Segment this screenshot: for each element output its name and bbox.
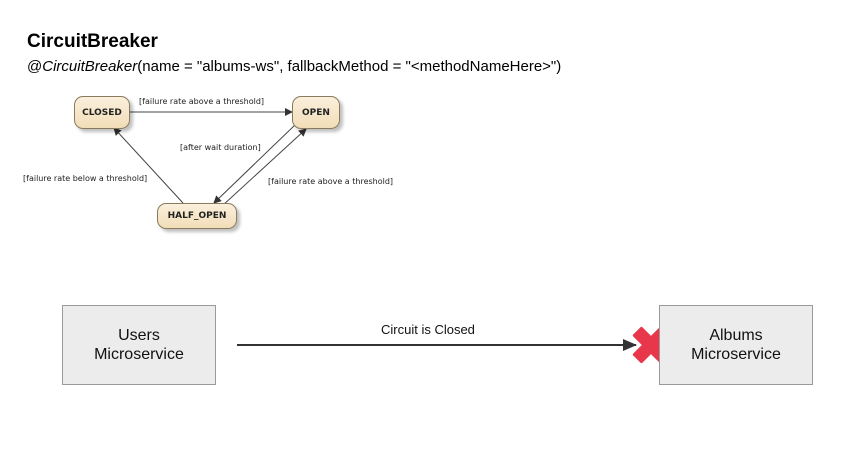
label-closed-open: [failure rate above a threshold] — [139, 97, 265, 106]
circuit-status-label: Circuit is Closed — [381, 322, 475, 337]
state-open-label: OPEN — [302, 107, 330, 118]
albums-microservice-box: Albums Microservice — [659, 305, 813, 385]
transition-halfopen-open-arrow — [221, 128, 307, 207]
state-half-open: HALF_OPEN — [157, 203, 237, 229]
state-half-open-label: HALF_OPEN — [167, 211, 227, 221]
page-title: CircuitBreaker — [27, 31, 158, 52]
state-open: OPEN — [292, 96, 340, 129]
label-halfopen-open: [failure rate above a threshold] — [268, 177, 394, 186]
annotation-text: @CircuitBreaker(name = "albums-ws", fall… — [27, 58, 561, 75]
state-closed-label: CLOSED — [82, 107, 122, 118]
annotation-args: (name = "albums-ws", fallbackMethod = "<… — [137, 58, 562, 75]
transition-halfopen-closed-arrow — [113, 127, 184, 204]
albums-microservice-label: Albums Microservice — [691, 327, 781, 363]
label-halfopen-closed: [failure rate below a threshold] — [23, 174, 148, 183]
transition-open-halfopen-arrow — [213, 123, 297, 204]
annotation-at: @ — [27, 58, 43, 75]
users-microservice-label: Users Microservice — [94, 327, 184, 363]
users-microservice-box: Users Microservice — [62, 305, 216, 385]
label-open-halfopen: [after wait duration] — [180, 143, 261, 152]
annotation-name: CircuitBreaker — [42, 58, 138, 75]
state-closed: CLOSED — [74, 96, 130, 129]
